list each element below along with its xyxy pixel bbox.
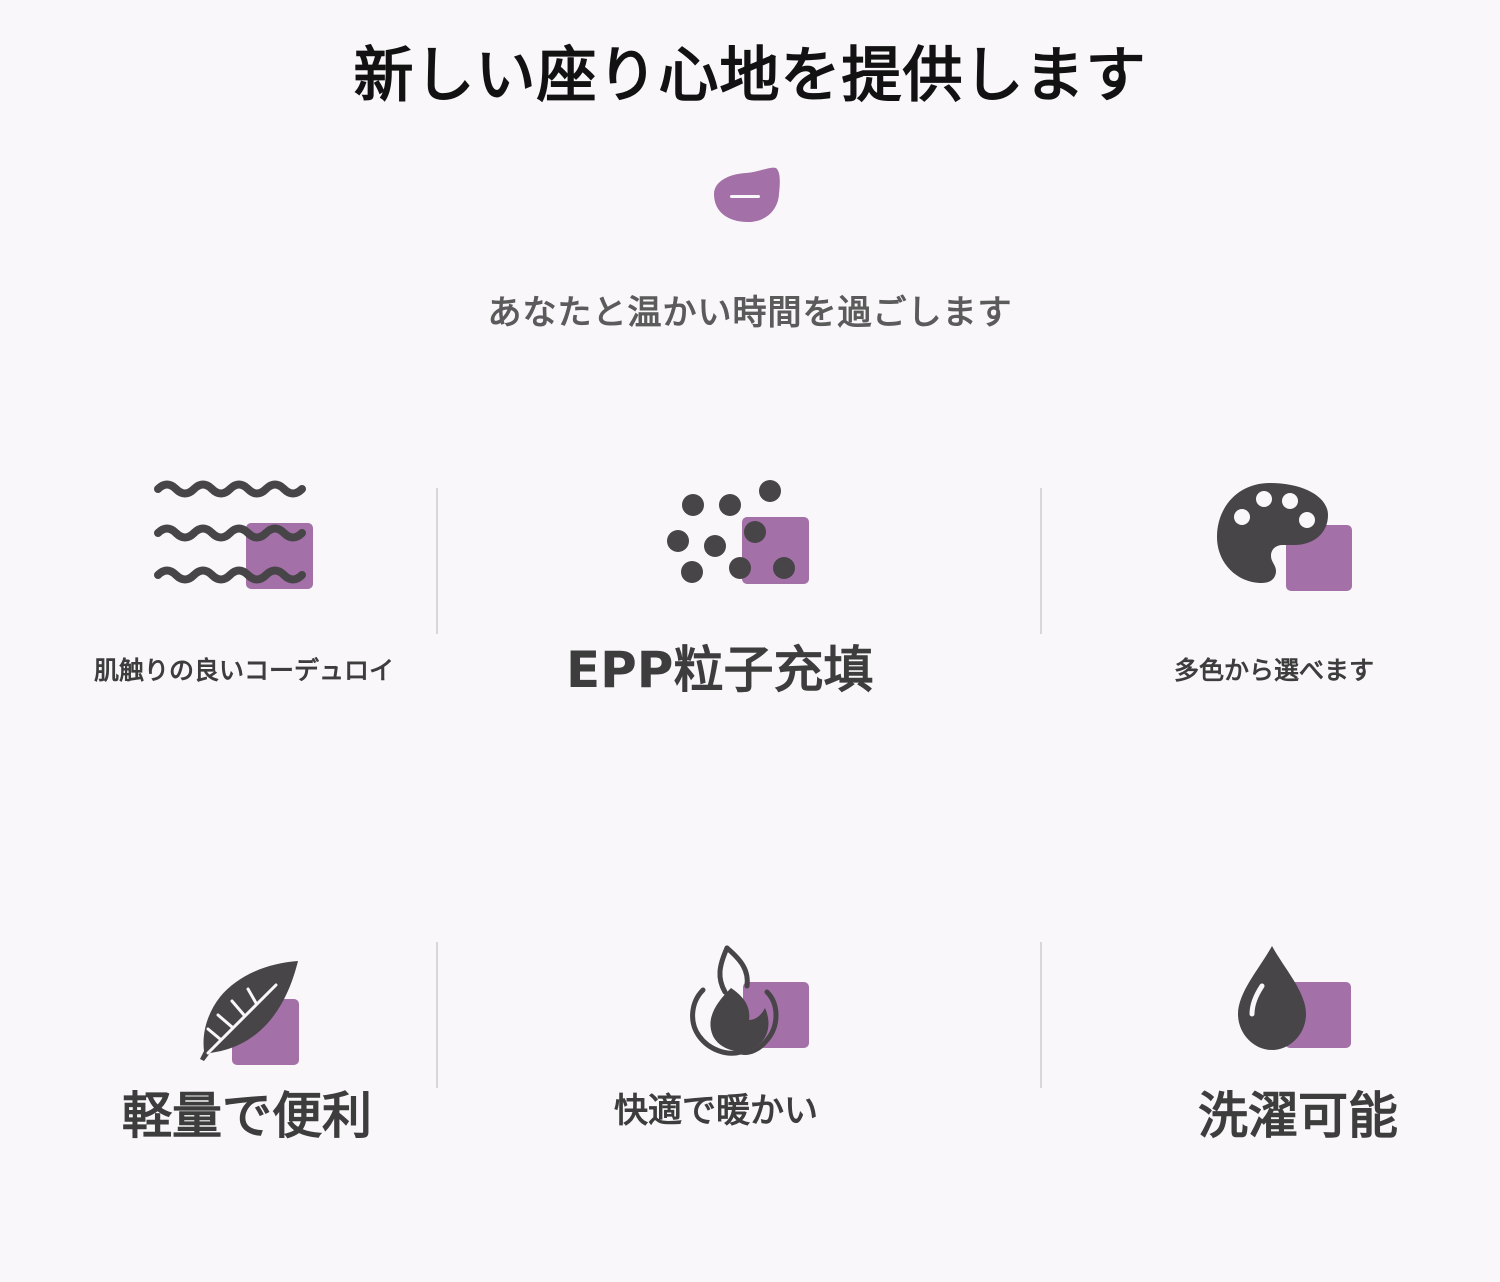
divider: [1040, 488, 1042, 634]
water-drop-icon: [1238, 946, 1351, 1050]
feather-icon: [200, 961, 299, 1065]
feature-label-lightweight: 軽量で便利: [122, 1087, 372, 1145]
feature-label-colors: 多色から選べます: [1174, 656, 1375, 685]
palette-icon: [1217, 483, 1352, 591]
feature-label-warm: 快適で暖かい: [614, 1091, 818, 1131]
divider: [436, 488, 438, 634]
subtitle: あなたと温かい時間を過ごします: [487, 293, 1013, 333]
feature-label-washable: 洗濯可能: [1198, 1087, 1398, 1145]
epp-beads-icon: [667, 480, 809, 584]
page-title: 新しい座り心地を提供します: [353, 41, 1147, 111]
feature-label-corduroy: 肌触りの良いコーデュロイ: [94, 656, 395, 685]
divider: [436, 942, 438, 1088]
feature-label-epp: EPP粒子充填: [566, 641, 874, 699]
divider: [1040, 942, 1042, 1088]
corduroy-waves-icon: [154, 480, 313, 589]
decorative-blob-icon: [714, 167, 780, 222]
flame-icon: [690, 945, 809, 1056]
